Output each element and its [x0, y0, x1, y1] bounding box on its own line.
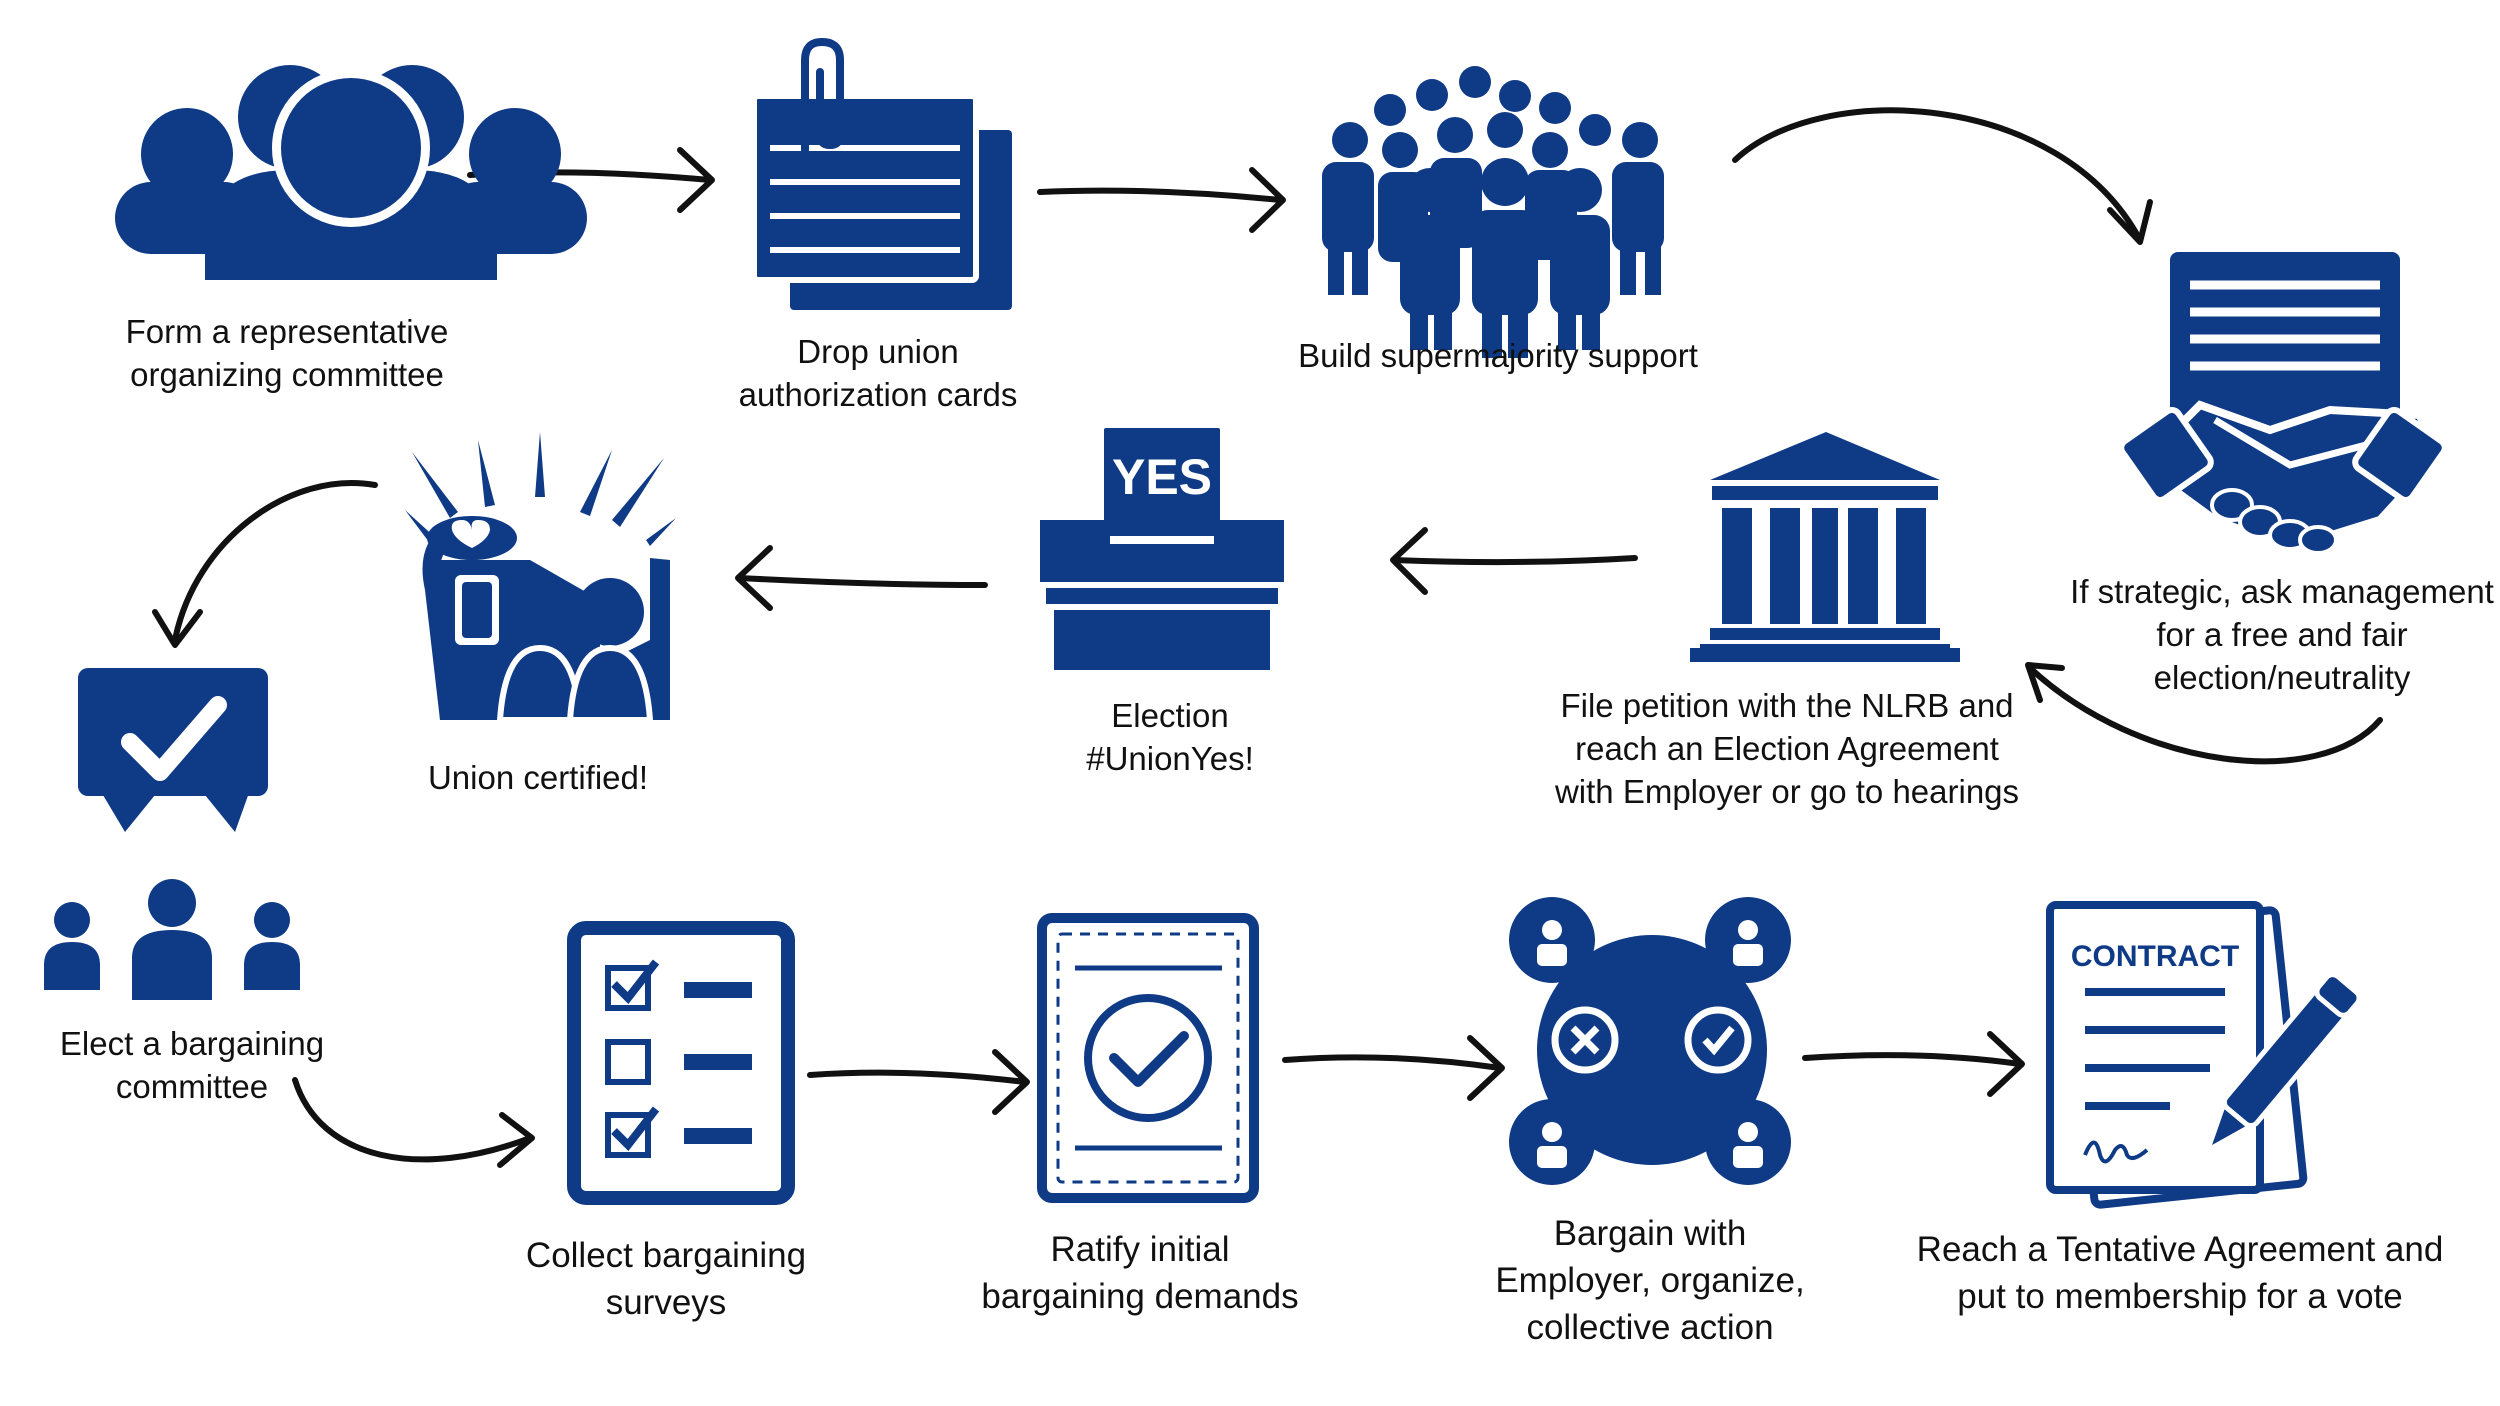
label-line: authorization cards	[738, 376, 1018, 413]
checklist-icon	[567, 921, 795, 1205]
crowd-icon	[1322, 66, 1664, 358]
label-line: File petition with the NLRB and	[1560, 687, 2014, 724]
approved-document-icon	[1037, 913, 1259, 1203]
label-line: for a free and fair	[2156, 616, 2408, 653]
step-label-union-certified: Union certified!	[428, 756, 648, 799]
label-line: Form a representative	[125, 313, 449, 350]
label-line: Election	[1111, 697, 1229, 734]
label-line: Employer, organize,	[1495, 1261, 1805, 1300]
label-line: #UnionYes!	[1086, 740, 1254, 777]
step-label-authorization-cards: Drop union authorization cards	[739, 330, 1018, 416]
label-line: committee	[115, 1068, 269, 1105]
arrow-step2-to-step3	[1037, 167, 1286, 233]
arrow-step7-to-step8	[152, 480, 378, 648]
handshake-document-icon	[2118, 252, 2448, 555]
label-line: Collect bargaining	[525, 1236, 807, 1275]
step-label-elect-committee: Elect a bargaining committee	[60, 1022, 324, 1108]
label-line: Build supermajority support	[1298, 337, 1698, 374]
people-group-icon	[115, 65, 587, 280]
label-line: bargaining demands	[981, 1277, 1299, 1316]
step-label-ask-management: If strategic, ask management for a free …	[2070, 570, 2494, 699]
label-line: Bargain with	[1553, 1214, 1747, 1253]
arrow-step8-to-step9	[292, 1077, 535, 1168]
label-line: with Employer or go to hearings	[1554, 773, 2020, 810]
label-line: surveys	[605, 1283, 727, 1322]
label-line: collective action	[1526, 1308, 1774, 1347]
step-label-form-committee: Form a representative organizing committ…	[126, 310, 449, 396]
label-line: Union certified!	[427, 759, 649, 796]
label-line: organizing committee	[130, 356, 444, 393]
bargaining-committee-people-icon	[44, 879, 300, 1000]
step-label-ratify-demands: Ratify initial bargaining demands	[981, 1226, 1298, 1320]
label-line: If strategic, ask management	[2070, 573, 2494, 610]
courthouse-icon	[1690, 432, 1960, 662]
step-label-surveys: Collect bargaining surveys	[526, 1232, 806, 1326]
contract-icon: CONTRACT	[2046, 901, 2362, 1209]
arrow-step5-to-step6	[1390, 527, 1638, 595]
label-line: Ratify initial	[1050, 1230, 1230, 1269]
arrow-step4-to-step5	[2025, 662, 2383, 765]
label-line: Reach a Tentative Agreement and	[1916, 1230, 2444, 1269]
arrow-step10-to-step11	[1282, 1035, 1505, 1101]
step-label-supermajority: Build supermajority support	[1298, 334, 1698, 377]
label-line: Drop union	[797, 333, 959, 370]
checkmark-speech-bubble-icon	[78, 668, 268, 832]
contract-heading-text: CONTRACT	[2071, 940, 2239, 973]
negotiation-icon	[1509, 897, 1791, 1185]
ballot-box-icon: YES	[1040, 428, 1284, 670]
arrow-step6-to-step7	[735, 545, 988, 611]
ballot-yes-text: YES	[1112, 449, 1212, 505]
label-line: Elect a bargaining	[59, 1025, 325, 1062]
flow-arrows	[152, 107, 2383, 1168]
step-label-file-petition: File petition with the NLRB and reach an…	[1555, 684, 2019, 813]
authorization-cards-icon	[751, 37, 1012, 310]
label-line: election/neutrality	[2153, 659, 2411, 696]
step-label-tentative-agreement: Reach a Tentative Agreement and put to m…	[1917, 1226, 2444, 1320]
celebration-icon	[405, 432, 676, 723]
arrow-step9-to-step10	[807, 1049, 1030, 1115]
step-label-bargain: Bargain with Employer, organize, collect…	[1495, 1210, 1804, 1351]
arrow-step3-to-step4	[1732, 107, 2153, 245]
label-line: reach an Election Agreement	[1575, 730, 1999, 767]
step-label-election: Election #UnionYes!	[1086, 694, 1254, 780]
label-line: put to membership for a vote	[1957, 1277, 2403, 1316]
arrow-step11-to-step12	[1802, 1031, 2025, 1097]
